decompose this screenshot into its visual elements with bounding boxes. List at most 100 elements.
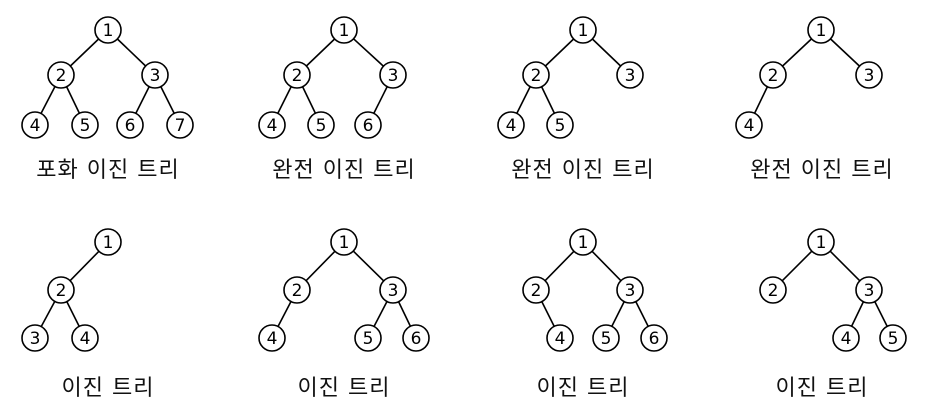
- node-circle: [379, 276, 407, 304]
- tree-edge: [397, 301, 412, 327]
- tree-edge: [544, 250, 575, 282]
- node-label: 1: [339, 21, 350, 41]
- tree-edge: [591, 250, 622, 282]
- node-circle: [330, 16, 358, 44]
- node-label: 3: [864, 281, 875, 301]
- tree-node: 4: [497, 111, 525, 139]
- tree-node: 3: [141, 61, 169, 89]
- tree-node: 1: [94, 228, 122, 256]
- caption-saturated-binary-tree: 포화 이진 트리: [36, 158, 180, 183]
- tree-node: 2: [522, 61, 550, 89]
- tree-node: 2: [283, 61, 311, 89]
- node-label: 5: [80, 116, 91, 136]
- node-label: 2: [292, 66, 303, 86]
- node-label: 7: [175, 116, 186, 136]
- node-circle: [807, 228, 835, 256]
- node-circle: [47, 61, 75, 89]
- node-circle: [879, 324, 907, 352]
- tree-node: 5: [879, 324, 907, 352]
- node-circle: [759, 61, 787, 89]
- caption-binary-tree: 이진 트리: [297, 376, 391, 401]
- node-label: 6: [411, 329, 422, 349]
- tree-node: 1: [94, 16, 122, 44]
- tree-edge: [753, 86, 769, 114]
- caption-complete-binary-tree: 완전 이진 트리: [511, 158, 655, 183]
- tree-node: 5: [354, 324, 382, 352]
- tree-edge: [544, 38, 575, 67]
- node-circle: [402, 324, 430, 352]
- node-label: 2: [56, 281, 67, 301]
- node-label: 6: [363, 116, 374, 136]
- node-circle: [354, 324, 382, 352]
- node-circle: [855, 61, 883, 89]
- tree-edge: [69, 250, 100, 282]
- caption-complete-binary-tree: 완전 이진 트리: [750, 158, 894, 183]
- node-label: 4: [80, 329, 91, 349]
- node-label: 5: [601, 329, 612, 349]
- tree-edge: [373, 301, 388, 327]
- node-circle: [855, 276, 883, 304]
- node-label: 3: [150, 66, 161, 86]
- caption-binary-tree: 이진 트리: [536, 376, 630, 401]
- tree-node: 5: [71, 111, 99, 139]
- tree-node: 4: [258, 111, 286, 139]
- node-label: 6: [649, 329, 660, 349]
- tree-edge: [516, 86, 531, 114]
- node-circle: [71, 324, 99, 352]
- tree-edge: [541, 301, 555, 327]
- tree-node: 4: [258, 324, 286, 352]
- node-circle: [166, 111, 194, 139]
- node-circle: [616, 276, 644, 304]
- node-label: 4: [744, 116, 755, 136]
- tree-node: 2: [47, 276, 75, 304]
- tree-node: 6: [116, 111, 144, 139]
- node-circle: [21, 324, 49, 352]
- node-label: 4: [267, 329, 278, 349]
- node-circle: [569, 228, 597, 256]
- tree-edge: [277, 301, 292, 327]
- node-label: 2: [531, 66, 542, 86]
- tree-edge: [116, 38, 147, 67]
- tree-edge: [40, 86, 56, 114]
- tree-node: 6: [354, 111, 382, 139]
- node-circle: [141, 61, 169, 89]
- node-circle: [832, 324, 860, 352]
- node-label: 5: [363, 329, 374, 349]
- node-label: 5: [888, 329, 899, 349]
- tree-edge: [305, 250, 336, 282]
- node-circle: [522, 61, 550, 89]
- tree-edge: [829, 250, 861, 282]
- node-circle: [616, 61, 644, 89]
- tree-edge: [635, 301, 649, 327]
- node-circle: [379, 61, 407, 89]
- tree-edge: [69, 38, 100, 67]
- tree-node: 4: [21, 111, 49, 139]
- node-label: 6: [125, 116, 136, 136]
- node-label: 4: [30, 116, 41, 136]
- tree-node: 4: [735, 111, 763, 139]
- node-circle: [497, 111, 525, 139]
- tree-node: 2: [522, 276, 550, 304]
- tree-node: 3: [379, 61, 407, 89]
- tree-edge: [160, 86, 175, 114]
- caption-binary-tree: 이진 트리: [775, 376, 869, 401]
- node-label: 1: [578, 21, 589, 41]
- tree-node: 5: [546, 111, 574, 139]
- node-label: 4: [267, 116, 278, 136]
- node-label: 2: [292, 281, 303, 301]
- node-circle: [640, 324, 668, 352]
- tree-edge: [135, 86, 150, 114]
- tree-edge: [277, 86, 292, 114]
- node-circle: [283, 276, 311, 304]
- tree-edge: [850, 301, 865, 327]
- node-circle: [735, 111, 763, 139]
- node-label: 2: [531, 281, 542, 301]
- node-circle: [546, 324, 574, 352]
